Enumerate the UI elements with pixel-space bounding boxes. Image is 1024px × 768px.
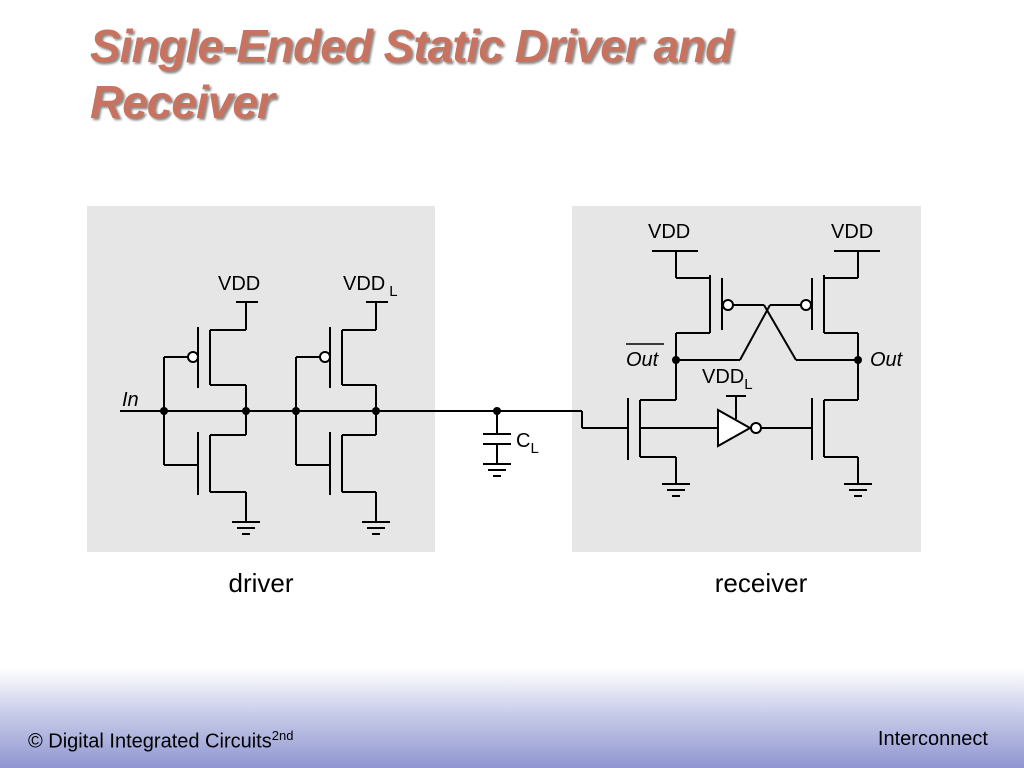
input-label: In [122, 389, 139, 411]
driver-inverter-1 [120, 301, 260, 535]
footer-bar: © Digital Integrated Circuits2nd Interco… [0, 668, 1024, 768]
load-capacitor-label: CL [516, 430, 539, 457]
vdd-label-receiver-right: VDD [831, 221, 873, 243]
interconnect-wire [376, 407, 628, 429]
receiver-panel [572, 206, 921, 552]
load-capacitor [483, 411, 511, 477]
vddl-label-receiver: VDDL [702, 366, 753, 393]
driver-inverter-2 [246, 301, 390, 535]
vdd-label-driver: VDD [218, 273, 260, 295]
out-label: Out [870, 349, 904, 371]
out-bar-label: Out [626, 349, 660, 371]
footer-section-name: Interconnect [877, 728, 988, 750]
footer-copyright: © Digital Integrated Circuits2nd [28, 728, 294, 753]
vdd-label-receiver-left: VDD [648, 221, 690, 243]
receiver-circuit [626, 250, 880, 497]
driver-caption: driver [228, 568, 294, 598]
slide-title: Single-Ended Static Driver and Receiver [90, 20, 733, 128]
receiver-caption: receiver [714, 568, 808, 598]
